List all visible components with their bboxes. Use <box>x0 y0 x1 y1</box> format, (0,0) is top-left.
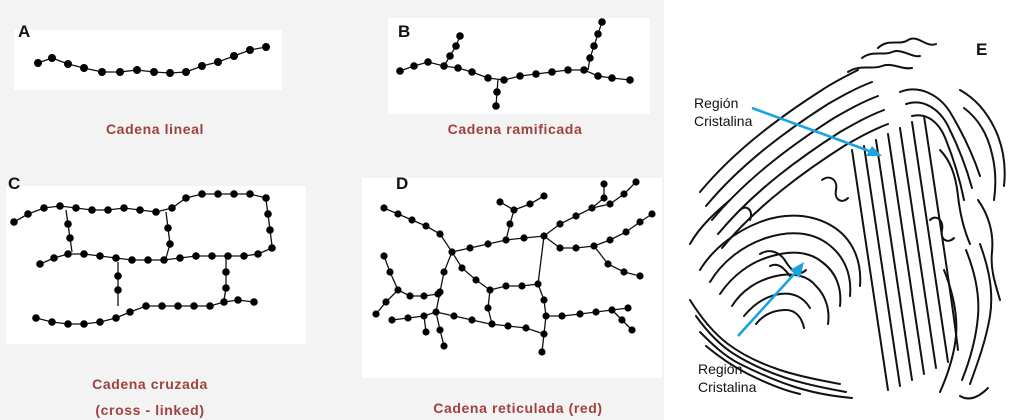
panel-label-e: E <box>976 40 987 60</box>
panel-label-a: A <box>18 22 30 42</box>
region-label-top-line1: Región <box>694 94 752 112</box>
region-label-top-line2: Cristalina <box>694 112 752 130</box>
caption-linear-chain: Cadena lineal <box>90 121 220 137</box>
region-arrow-top <box>752 108 882 156</box>
panel-label-d: D <box>396 174 408 194</box>
network-chain <box>372 178 655 355</box>
caption-branched-chain: Cadena ramificada <box>420 121 610 137</box>
cross-linked-chains <box>10 190 276 328</box>
linear-chain <box>34 43 270 77</box>
caption-cross-linked-line1: Cadena cruzada <box>70 376 230 392</box>
caption-network-chain: Cadena reticulada (red) <box>408 400 628 416</box>
panel-label-b: B <box>398 22 410 42</box>
region-label-bottom: Región Cristalina <box>698 360 756 396</box>
region-label-top: Región Cristalina <box>694 94 752 130</box>
region-label-bottom-line2: Cristalina <box>698 378 756 396</box>
caption-cross-linked-line2: (cross - linked) <box>70 402 230 418</box>
branched-chain <box>396 18 634 110</box>
panel-label-c: C <box>8 174 20 194</box>
lamellar-structure <box>690 38 1005 398</box>
region-arrow-bottom <box>738 262 804 336</box>
region-label-bottom-line1: Región <box>698 360 756 378</box>
